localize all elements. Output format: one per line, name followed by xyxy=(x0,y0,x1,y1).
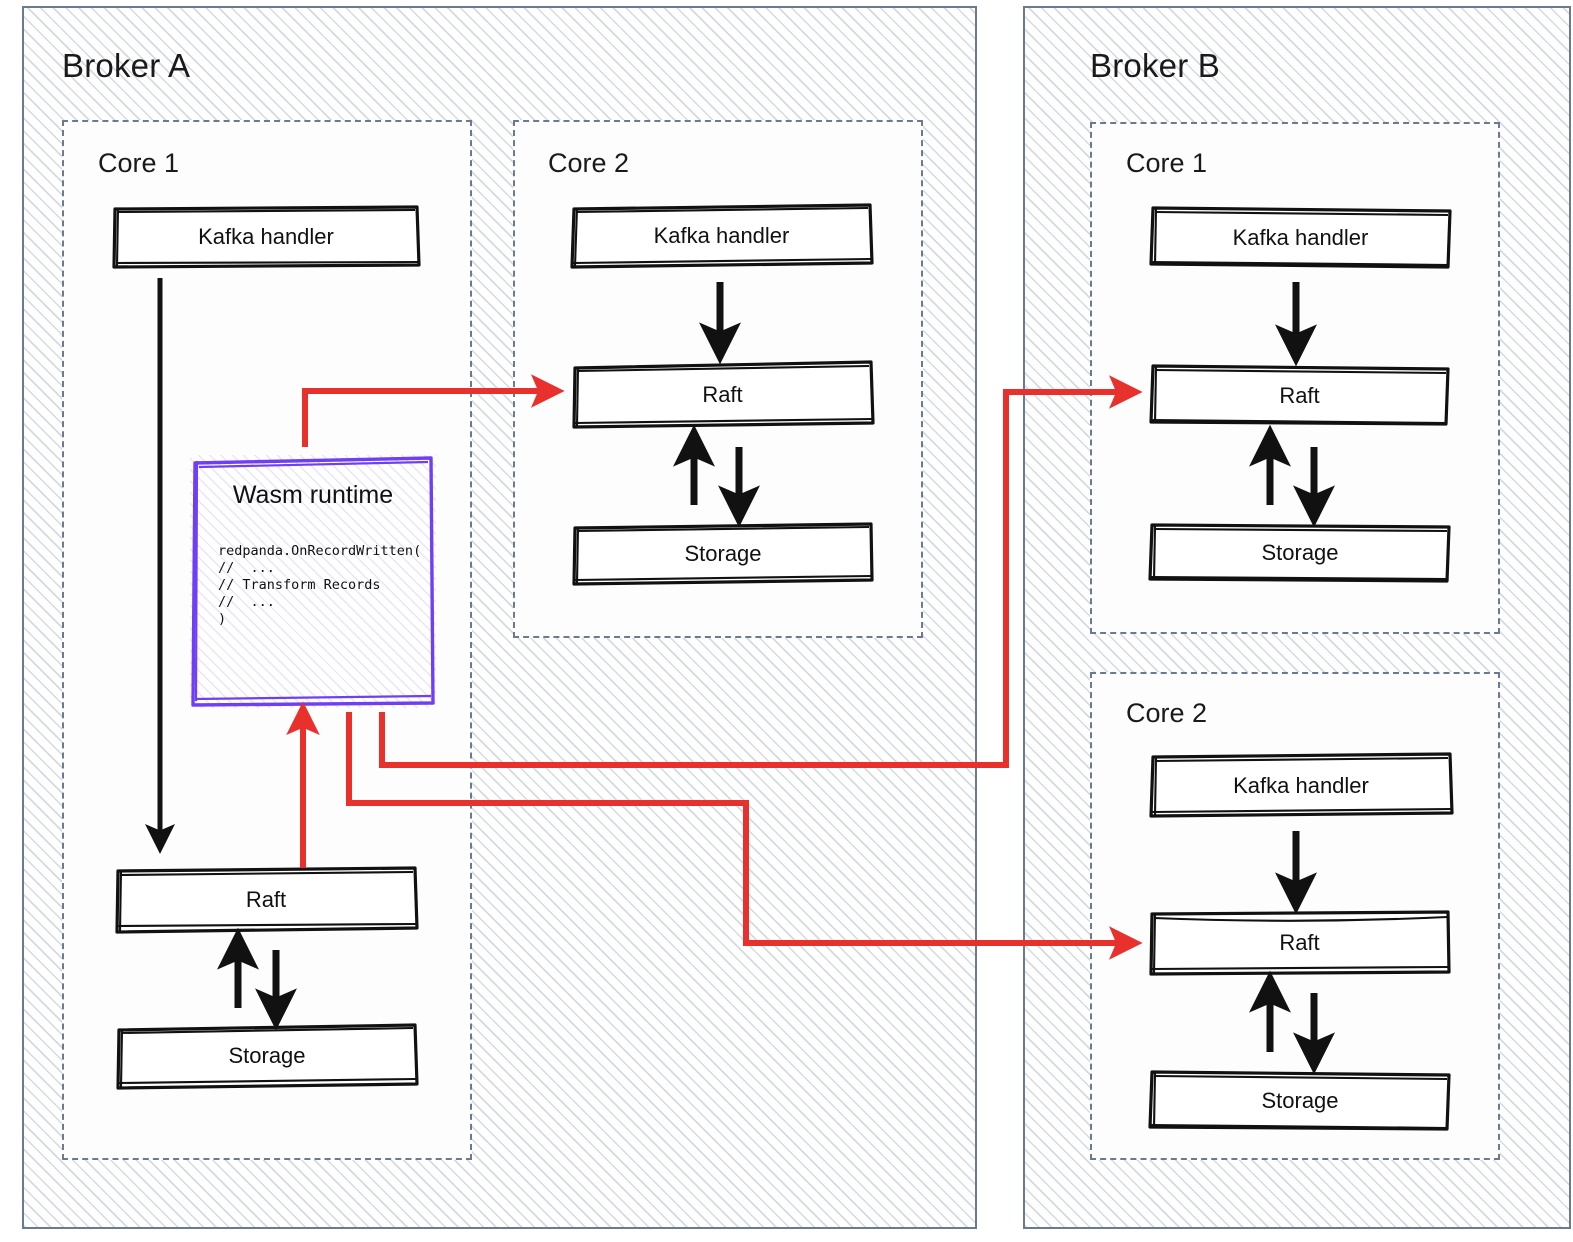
broker-b-core-1-kafka-handler-box[interactable]: Kafka handler xyxy=(1148,205,1453,270)
broker-b-core-2-raft-label: Raft xyxy=(1279,930,1320,955)
broker-a-core-1-title: Core 1 xyxy=(98,148,180,178)
broker-a-core-2-kafka-handler-label: Kafka handler xyxy=(653,223,790,248)
broker-a-core-1-kafka-handler-label: Kafka handler xyxy=(198,224,334,249)
broker-a-core-1-raft-label: Raft xyxy=(245,887,287,912)
broker-b-core-2-storage-box[interactable]: Storage xyxy=(1148,1068,1452,1134)
broker-a-core-1-raft-box[interactable]: Raft xyxy=(114,866,419,934)
wasm-runtime-box[interactable]: Wasm runtime redpanda.OnRecordWritten( /… xyxy=(190,455,436,708)
broker-a-core-2-storage-box[interactable]: Storage xyxy=(572,521,874,586)
broker-b-core-1-raft-label: Raft xyxy=(1279,382,1320,408)
broker-b-core-2-raft-box[interactable]: Raft xyxy=(1148,908,1451,978)
broker-a-core-2-raft-label: Raft xyxy=(702,382,743,407)
broker-a-core-2-raft-box[interactable]: Raft xyxy=(571,360,875,430)
wasm-runtime-code: redpanda.OnRecordWritten( // ... // Tran… xyxy=(218,543,422,627)
broker-a-core-1-storage-box[interactable]: Storage xyxy=(116,1022,419,1090)
broker-b-core-2-kafka-handler-box[interactable]: Kafka handler xyxy=(1148,752,1454,820)
broker-b-title: Broker B xyxy=(1090,47,1220,84)
broker-a-core-2-storage-label: Storage xyxy=(684,540,762,566)
broker-b-core-2-storage-label: Storage xyxy=(1261,1088,1339,1113)
broker-b-core-1-storage-box[interactable]: Storage xyxy=(1148,521,1452,585)
wasm-runtime-title: Wasm runtime xyxy=(232,481,394,509)
broker-a-core-2-title: Core 2 xyxy=(548,148,630,178)
broker-a-core-2-kafka-handler-box[interactable]: Kafka handler xyxy=(570,203,874,269)
broker-b-core-1-raft-box[interactable]: Raft xyxy=(1148,362,1451,429)
broker-b-core-1-kafka-handler-label: Kafka handler xyxy=(1232,224,1369,250)
broker-a-title: Broker A xyxy=(62,47,191,84)
broker-b-core-1-title: Core 1 xyxy=(1126,148,1208,178)
broker-a-core-1-storage-label: Storage xyxy=(228,1043,306,1068)
broker-b-core-2-kafka-handler-label: Kafka handler xyxy=(1233,773,1369,798)
broker-b-core-1-storage-label: Storage xyxy=(1261,540,1339,565)
broker-b-core-2-title: Core 2 xyxy=(1126,698,1208,728)
broker-a-core-1-kafka-handler-box[interactable]: Kafka handler xyxy=(112,205,421,269)
